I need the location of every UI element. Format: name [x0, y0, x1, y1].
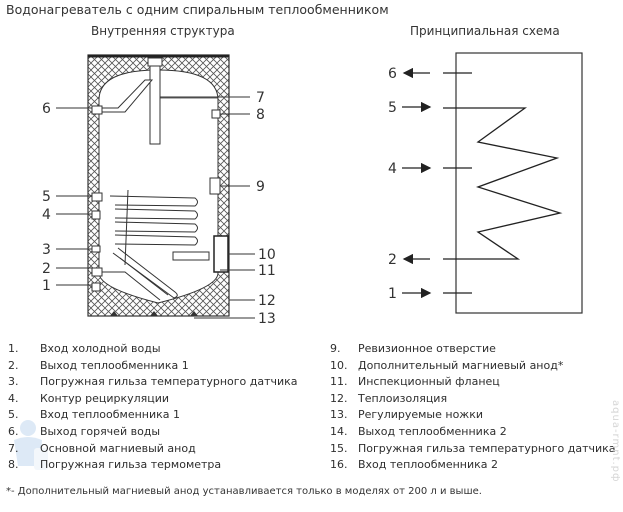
legend-item: 3.Погружная гильза температурного датчик… — [8, 375, 298, 389]
legend-item: 8.Погружная гильза термометра — [8, 458, 222, 472]
main-anode — [149, 63, 161, 145]
legend-left: 1.Вход холодной воды 2.Выход теплообменн… — [8, 341, 298, 474]
legend-item: 12.Теплоизоляция — [330, 391, 448, 405]
inspection-flange — [213, 235, 229, 273]
legend-item: 2.Выход теплообменника 1 — [8, 358, 189, 372]
coil-zigzag — [443, 107, 563, 260]
callout-12: 12 — [258, 293, 276, 309]
callout-5: 5 — [42, 189, 51, 205]
hot-outlet-pipe — [99, 79, 154, 113]
internal-structure-heading: Внутренняя структура — [91, 24, 235, 38]
legend-item: 11.Инспекционный фланец — [330, 375, 500, 389]
legend-item: 1.Вход холодной воды — [8, 342, 161, 355]
legend-item: 7.Основной магниевый анод — [8, 441, 196, 455]
extra-anode — [172, 251, 210, 261]
legend-item: 13.Регулируемые ножки — [330, 408, 484, 422]
callout-lines — [56, 96, 255, 319]
callout-3: 3 — [42, 242, 51, 258]
scheme-port-2: 2 — [388, 252, 397, 268]
legend-item: 10.Дополнительный магниевый анод* — [330, 358, 564, 372]
legend-item: 9.Ревизионное отверстие — [330, 342, 496, 355]
legend-item: 14.Выход теплообменника 2 — [330, 424, 507, 438]
scheme-port-1: 1 — [388, 286, 397, 302]
watermark-figure-icon — [8, 418, 52, 478]
heat-exchanger-coil — [99, 189, 198, 301]
diagrams: 6 5 4 3 2 1 7 8 9 10 11 12 13 6 5 4 2 1 — [42, 52, 583, 327]
scheme-port-6: 6 — [388, 66, 397, 82]
scheme-port-4: 4 — [388, 161, 397, 177]
callout-1: 1 — [42, 278, 51, 294]
scheme-port-5: 5 — [388, 100, 397, 116]
legend-item: 5.Вход теплообменника 1 — [8, 408, 181, 422]
callout-2: 2 — [42, 261, 51, 277]
tank-cross-section — [87, 54, 230, 317]
callout-9: 9 — [256, 179, 265, 195]
adjustable-feet — [110, 311, 198, 316]
principal-scheme-heading: Принципиальная схема — [410, 24, 560, 38]
legend-right: 9.Ревизионное отверстие 10.Дополнительны… — [330, 341, 616, 474]
legend-item: 15.Погружная гильза температурного датчи… — [330, 441, 616, 455]
callout-6: 6 — [42, 101, 51, 117]
callout-4: 4 — [42, 207, 51, 223]
watermark-text: aqua-rmnt.рф — [610, 400, 621, 483]
callout-8: 8 — [256, 107, 265, 123]
tank-outline — [455, 52, 583, 314]
legend-item: 16.Вход теплообменника 2 — [330, 458, 499, 472]
legend-item: 6.Выход горячей воды — [8, 424, 161, 438]
page-title: Водонагреватель с одним спиральным тепло… — [6, 2, 389, 17]
callout-11: 11 — [258, 263, 276, 279]
legend-item: 4.Контур рециркуляции — [8, 391, 170, 405]
callout-7: 7 — [256, 90, 265, 106]
callout-10: 10 — [258, 247, 276, 263]
footnote: *- Дополнительный магниевый анод устанав… — [6, 486, 482, 497]
principal-scheme — [402, 52, 583, 314]
callout-13: 13 — [258, 311, 276, 327]
